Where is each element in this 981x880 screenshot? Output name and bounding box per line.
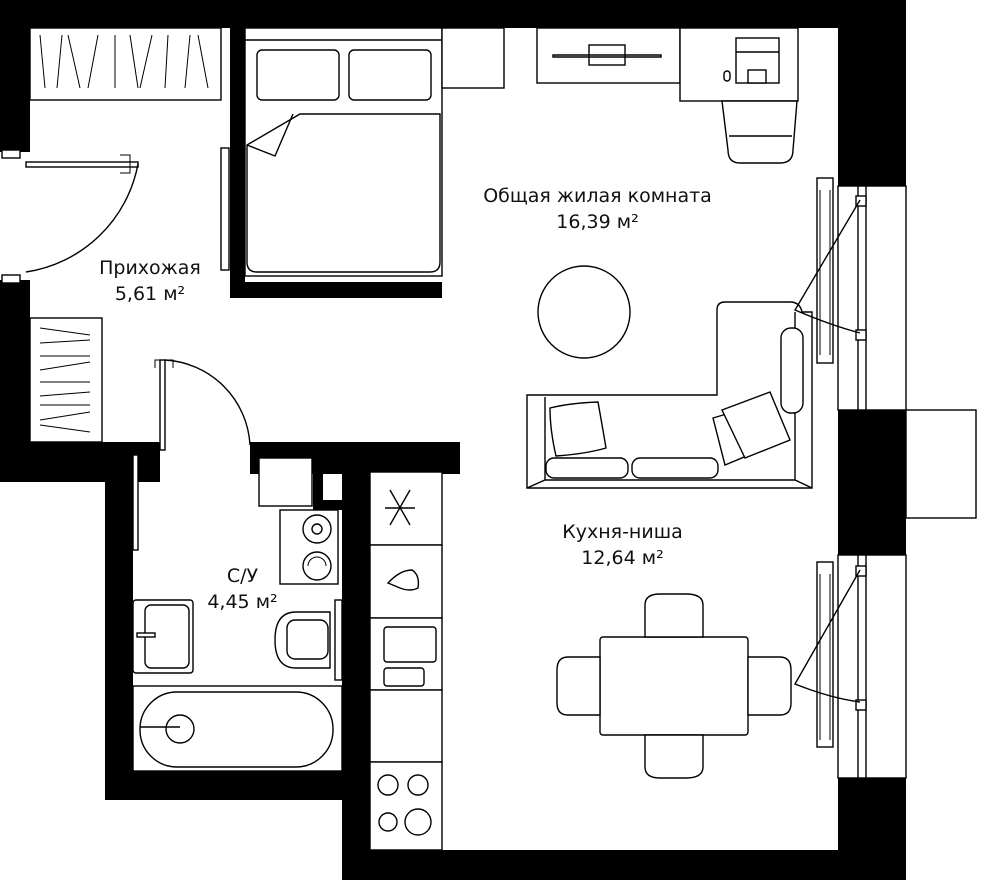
chairs [556, 593, 792, 779]
room-name: Прихожая [99, 257, 201, 279]
cooktop [369, 761, 443, 851]
fridge [369, 471, 443, 546]
dining-table [599, 636, 749, 736]
hallway-furniture [1, 27, 230, 443]
room-label-bathroom: С/У 4,45 м² [190, 564, 295, 615]
kitchen-cabinet [369, 689, 443, 763]
room-area: 4,45 м² [207, 590, 278, 613]
bathroom-door[interactable] [154, 359, 251, 451]
balcony-door[interactable] [793, 185, 907, 411]
bathtub [132, 685, 343, 772]
room-area: 12,64 м² [581, 546, 664, 569]
kitchen-sink-cabinet [369, 617, 443, 691]
double-bed [244, 27, 443, 277]
wardrobe-left [29, 317, 103, 443]
room-label-kitchen: Кухня-ниша 12,64 м² [535, 520, 710, 571]
room-name: Кухня-ниша [562, 521, 683, 543]
room-label-living: Общая жилая комната 16,39 м² [450, 184, 745, 235]
cabinet [258, 457, 313, 507]
radiator-kitchen [816, 561, 834, 748]
dishwasher [369, 544, 443, 619]
room-name: Общая жилая комната [483, 185, 712, 207]
room-area: 16,39 м² [556, 210, 639, 233]
room-name: С/У [226, 565, 259, 587]
radiator [816, 177, 834, 364]
corner-sofa [526, 301, 813, 489]
entry-door[interactable] [1, 149, 139, 284]
tv-stand [536, 27, 681, 84]
desk-chair [721, 100, 798, 164]
desk [679, 27, 799, 102]
bathroom-furniture [132, 359, 343, 772]
towel-rail [132, 454, 139, 551]
kitchen-furniture [369, 471, 907, 851]
room-area: 5,61 м² [114, 282, 186, 305]
washing-machine [279, 509, 339, 585]
walls [0, 0, 906, 880]
room-label-hallway: Прихожая 5,61 м² [80, 256, 220, 307]
living-furniture [244, 27, 977, 519]
wardrobe-top [29, 27, 222, 101]
toilet [274, 599, 343, 681]
window-kitchen[interactable] [793, 554, 907, 779]
sink [132, 599, 194, 674]
round-rug [537, 265, 631, 359]
